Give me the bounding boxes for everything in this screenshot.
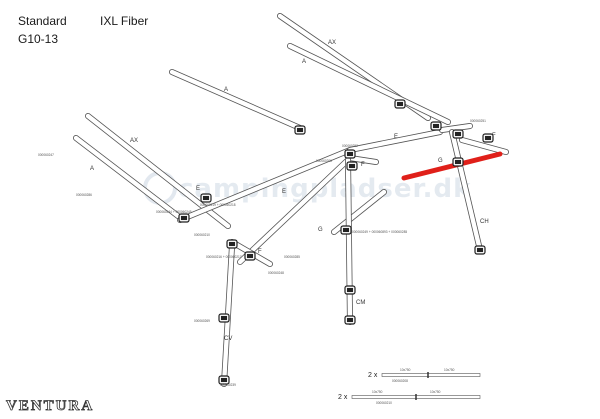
part-number: 000060251	[470, 119, 486, 123]
part-number: 000060269	[194, 319, 210, 323]
spare-size: 10x750	[444, 368, 455, 372]
label-a-mid: A	[224, 87, 228, 93]
label-cm: CM	[356, 300, 365, 306]
connector-layer	[178, 99, 494, 385]
frame-pole-fill	[345, 157, 353, 325]
part-number: 000060219 + 000060218	[200, 203, 236, 207]
connector-clamp	[477, 248, 483, 252]
part-number: 000060285	[284, 255, 300, 259]
connector-clamp	[455, 132, 461, 136]
connector-clamp	[203, 196, 209, 200]
pole-highlight[interactable]	[401, 151, 503, 181]
part-number: 000060252	[342, 144, 358, 148]
label-f-left: F	[258, 249, 262, 255]
connector-clamp	[455, 160, 461, 164]
connector-clamp	[349, 164, 355, 168]
frame-pole-fill	[347, 129, 443, 153]
connector-clamp	[297, 128, 303, 132]
spare-size: 10x750	[400, 368, 411, 372]
label-a-top: A	[302, 59, 306, 65]
part-number: 000060216 + 000060217	[206, 255, 242, 259]
model-type: Standard	[18, 14, 67, 28]
frame-pole-fill	[449, 129, 483, 253]
label-f-right: F	[492, 133, 496, 139]
frame-pole-fill	[347, 155, 379, 165]
spare-code: 000060210	[376, 401, 392, 405]
frame-pole-fill	[331, 189, 387, 235]
label-e-center: E	[282, 189, 286, 195]
frame-name: IXL Fiber	[100, 14, 149, 28]
label-g-right: G	[438, 158, 443, 164]
label-cv: CV	[224, 336, 232, 342]
frame-pole-fill	[459, 137, 509, 155]
part-number: 000060206	[316, 159, 332, 163]
spare-parts: 2 x 10x750 10x750 000060208 2 x 10x750 1…	[338, 368, 481, 405]
model-code: G10-13	[18, 32, 59, 46]
part-number: 000060210	[194, 233, 210, 237]
label-g-center: G	[318, 227, 323, 233]
part-number: 000060248	[268, 271, 284, 275]
part-number: 000060249 + 000060893 + 000060285	[352, 230, 407, 234]
connector-clamp	[485, 136, 491, 140]
spare-size: 10x750	[430, 390, 441, 394]
part-number: 000060239	[220, 383, 236, 387]
frame-pole-fill	[237, 155, 353, 265]
connector-clamp	[343, 228, 349, 232]
part-number: 000060244 + 000060245	[156, 210, 192, 214]
frame-pole-fill	[169, 69, 303, 131]
frame-pole-fill	[73, 135, 181, 219]
connector-clamp	[181, 216, 187, 220]
part-number: 000060286	[76, 193, 92, 197]
connector-clamp	[229, 242, 235, 246]
frame-pole-fill	[439, 123, 473, 133]
connector-clamp	[221, 378, 227, 382]
connector-clamp	[347, 318, 353, 322]
connector-clamp	[247, 254, 253, 258]
spare-qty-2: 2 x	[338, 394, 348, 401]
label-e-right: E	[394, 134, 398, 140]
brand-logo: VENTURA	[6, 398, 95, 415]
label-e-left: E	[196, 186, 200, 192]
label-ax-top: AX	[328, 40, 336, 46]
connector-clamp	[347, 288, 353, 292]
connector-clamp	[397, 102, 403, 106]
frame-pole-fill	[287, 43, 451, 125]
spare-size: 10x750	[372, 390, 383, 394]
label-ax-left: AX	[130, 138, 138, 144]
label-ch: CH	[480, 219, 489, 225]
connector-clamp	[433, 124, 439, 128]
frame-pole-fill	[177, 147, 353, 223]
spare-code: 000060208	[392, 379, 408, 383]
connector-clamp	[347, 152, 353, 156]
part-number: 000060247	[38, 153, 54, 157]
connector-clamp	[221, 316, 227, 320]
spare-qty-1: 2 x	[368, 372, 378, 379]
label-f-center: F	[361, 162, 365, 168]
label-a-left: A	[90, 166, 94, 172]
